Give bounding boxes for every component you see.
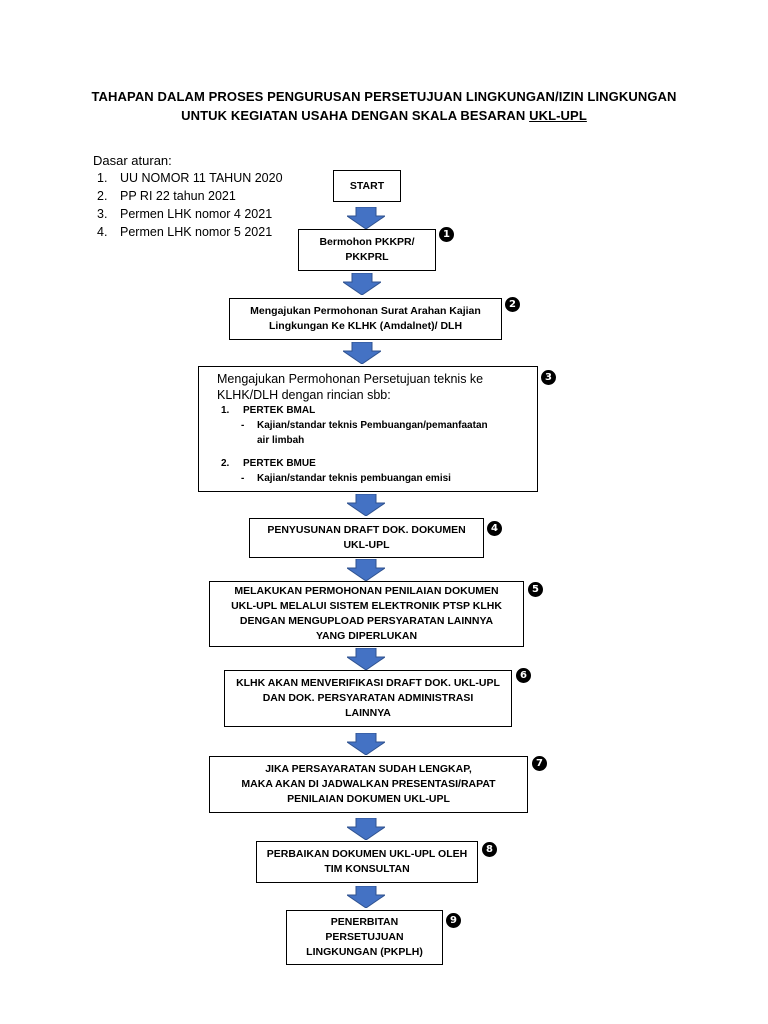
rule-text: UU NOMOR 11 TAHUN 2020 <box>120 171 283 185</box>
rule-item: 2. PP RI 22 tahun 2021 <box>97 189 236 203</box>
step-text-line: KLHK/DLH dengan rincian sbb: <box>217 388 391 402</box>
rules-heading: Dasar aturan: <box>93 153 172 168</box>
rule-text: PP RI 22 tahun 2021 <box>120 189 236 203</box>
step-text-line: LAINNYA <box>345 707 391 719</box>
step-text-line: YANG DIPERLUKAN <box>315 630 418 642</box>
arrow-shape <box>347 559 385 581</box>
detail-bullet: - <box>241 420 245 431</box>
subitem-title: PERTEK BMAL <box>243 405 316 416</box>
arrow-shape <box>347 494 385 516</box>
step-text-line: KLHK AKAN MENVERIFIKASI DRAFT DOK. UKL-U… <box>236 677 500 689</box>
arrow-shape <box>347 733 385 755</box>
step-3-subitem-1: 1. PERTEK BMAL <box>221 403 315 418</box>
flow-arrow <box>347 559 385 581</box>
rule-item: 4. Permen LHK nomor 5 2021 <box>97 225 272 239</box>
step-6-box: KLHK AKAN MENVERIFIKASI DRAFT DOK. UKL-U… <box>224 670 512 727</box>
step-3-heading: Mengajukan Permohonan Persetujuan teknis… <box>217 371 483 403</box>
rule-number: 4. <box>97 225 108 239</box>
step-number-badge: 2 <box>505 297 520 312</box>
rule-number: 1. <box>97 171 108 185</box>
rule-number: 3. <box>97 207 108 221</box>
subitem-detail: - Kajian/standar teknis Pembuangan/peman… <box>241 418 488 448</box>
step-text-line: UKL-UPL <box>343 539 390 551</box>
step-number-badge: 3 <box>541 370 556 385</box>
step-text-line: UKL-UPL MELALUI SISTEM ELEKTRONIK PTSP K… <box>231 600 502 612</box>
step-text-line: DENGAN MENGUPLOAD PERSYARATAN LAINNYA <box>239 615 494 627</box>
start-label: START <box>349 179 385 192</box>
step-number-badge: 4 <box>487 521 502 536</box>
flow-arrow <box>347 733 385 755</box>
flow-arrow <box>343 273 381 295</box>
step-9-box: PENERBITAN PERSETUJUAN LINGKUNGAN (PKPLH… <box>286 910 443 965</box>
step-number-badge: 5 <box>528 582 543 597</box>
subitem-number: 1. <box>221 405 230 416</box>
step-text-line: Bermohon PKKPR/ <box>319 236 415 248</box>
step-5-box: MELAKUKAN PERMOHONAN PENILAIAN DOKUMEN U… <box>209 581 524 647</box>
arrow-shape <box>347 886 385 908</box>
step-text-line: PENILAIAN DOKUMEN UKL-UPL <box>287 793 450 805</box>
flow-arrow <box>347 648 385 670</box>
step-number-badge: 9 <box>446 913 461 928</box>
flow-arrow <box>347 886 385 908</box>
arrow-shape <box>343 342 381 364</box>
title-line2-underlined: UKL-UPL <box>529 108 587 123</box>
step-text-line: JIKA PERSAYARATAN SUDAH LENGKAP, <box>265 763 472 775</box>
step-text-line: PENERBITAN <box>330 916 399 928</box>
step-8-box: PERBAIKAN DOKUMEN UKL-UPL OLEH TIM KONSU… <box>256 841 478 883</box>
flow-arrow <box>347 818 385 840</box>
step-number-badge: 8 <box>482 842 497 857</box>
flow-arrow <box>343 342 381 364</box>
step-text-line: LINGKUNGAN (PKPLH) <box>306 946 423 958</box>
subitem-detail: - Kajian/standar teknis pembuangan emisi <box>241 471 451 486</box>
detail-line: Kajian/standar teknis pembuangan emisi <box>257 473 451 484</box>
step-text-line: DAN DOK. PERSYARATAN ADMINISTRASI <box>262 692 474 704</box>
start-box: START <box>333 170 401 202</box>
arrow-shape <box>347 648 385 670</box>
title-line2-prefix: UNTUK KEGIATAN USAHA DENGAN SKALA BESARA… <box>181 108 526 123</box>
step-text-line: PENYUSUNAN DRAFT DOK. DOKUMEN <box>267 524 466 536</box>
detail-bullet: - <box>241 473 245 484</box>
step-text-line: Mengajukan Permohonan Persetujuan teknis… <box>217 372 484 386</box>
step-number-badge: 6 <box>516 668 531 683</box>
rule-number: 2. <box>97 189 108 203</box>
detail-line: air limbah <box>257 435 305 446</box>
subitem-number: 2. <box>221 458 230 469</box>
rule-item: 3. Permen LHK nomor 4 2021 <box>97 207 272 221</box>
detail-line: Kajian/standar teknis Pembuangan/pemanfa… <box>257 420 488 431</box>
diagram-title-line2: UNTUK KEGIATAN USAHA DENGAN SKALA BESARA… <box>0 108 768 123</box>
step-text-line: TIM KONSULTAN <box>324 863 410 875</box>
step-text-line: MELAKUKAN PERMOHONAN PENILAIAN DOKUMEN <box>234 585 499 597</box>
step-text-line: PKKPRL <box>345 251 389 263</box>
step-number-badge: 1 <box>439 227 454 242</box>
arrow-shape <box>343 273 381 295</box>
rule-item: 1. UU NOMOR 11 TAHUN 2020 <box>97 171 283 185</box>
step-2-box: Mengajukan Permohonan Surat Arahan Kajia… <box>229 298 502 340</box>
rule-text: Permen LHK nomor 4 2021 <box>120 207 273 221</box>
step-3-subitem-2: 2. PERTEK BMUE <box>221 456 316 471</box>
subitem-title: PERTEK BMUE <box>243 458 316 469</box>
rule-text: Permen LHK nomor 5 2021 <box>120 225 273 239</box>
step-4-box: PENYUSUNAN DRAFT DOK. DOKUMEN UKL-UPL <box>249 518 484 558</box>
step-text-line: Lingkungan Ke KLHK (Amdalnet)/ DLH <box>268 320 463 332</box>
step-number-badge: 7 <box>532 756 547 771</box>
flow-arrow <box>347 494 385 516</box>
step-3-box: Mengajukan Permohonan Persetujuan teknis… <box>198 366 538 492</box>
flow-arrow <box>347 207 385 229</box>
step-7-box: JIKA PERSAYARATAN SUDAH LENGKAP, MAKA AK… <box>209 756 528 813</box>
step-text-line: PERBAIKAN DOKUMEN UKL-UPL OLEH <box>266 848 468 860</box>
arrow-shape <box>347 207 385 229</box>
diagram-title-line1: TAHAPAN DALAM PROSES PENGURUSAN PERSETUJ… <box>91 89 677 104</box>
step-text-line: PERSETUJUAN <box>325 931 404 943</box>
step-text-line: Mengajukan Permohonan Surat Arahan Kajia… <box>250 305 481 317</box>
arrow-shape <box>347 818 385 840</box>
step-1-box: Bermohon PKKPR/ PKKPRL <box>298 229 436 271</box>
step-text-line: MAKA AKAN DI JADWALKAN PRESENTASI/RAPAT <box>241 778 496 790</box>
